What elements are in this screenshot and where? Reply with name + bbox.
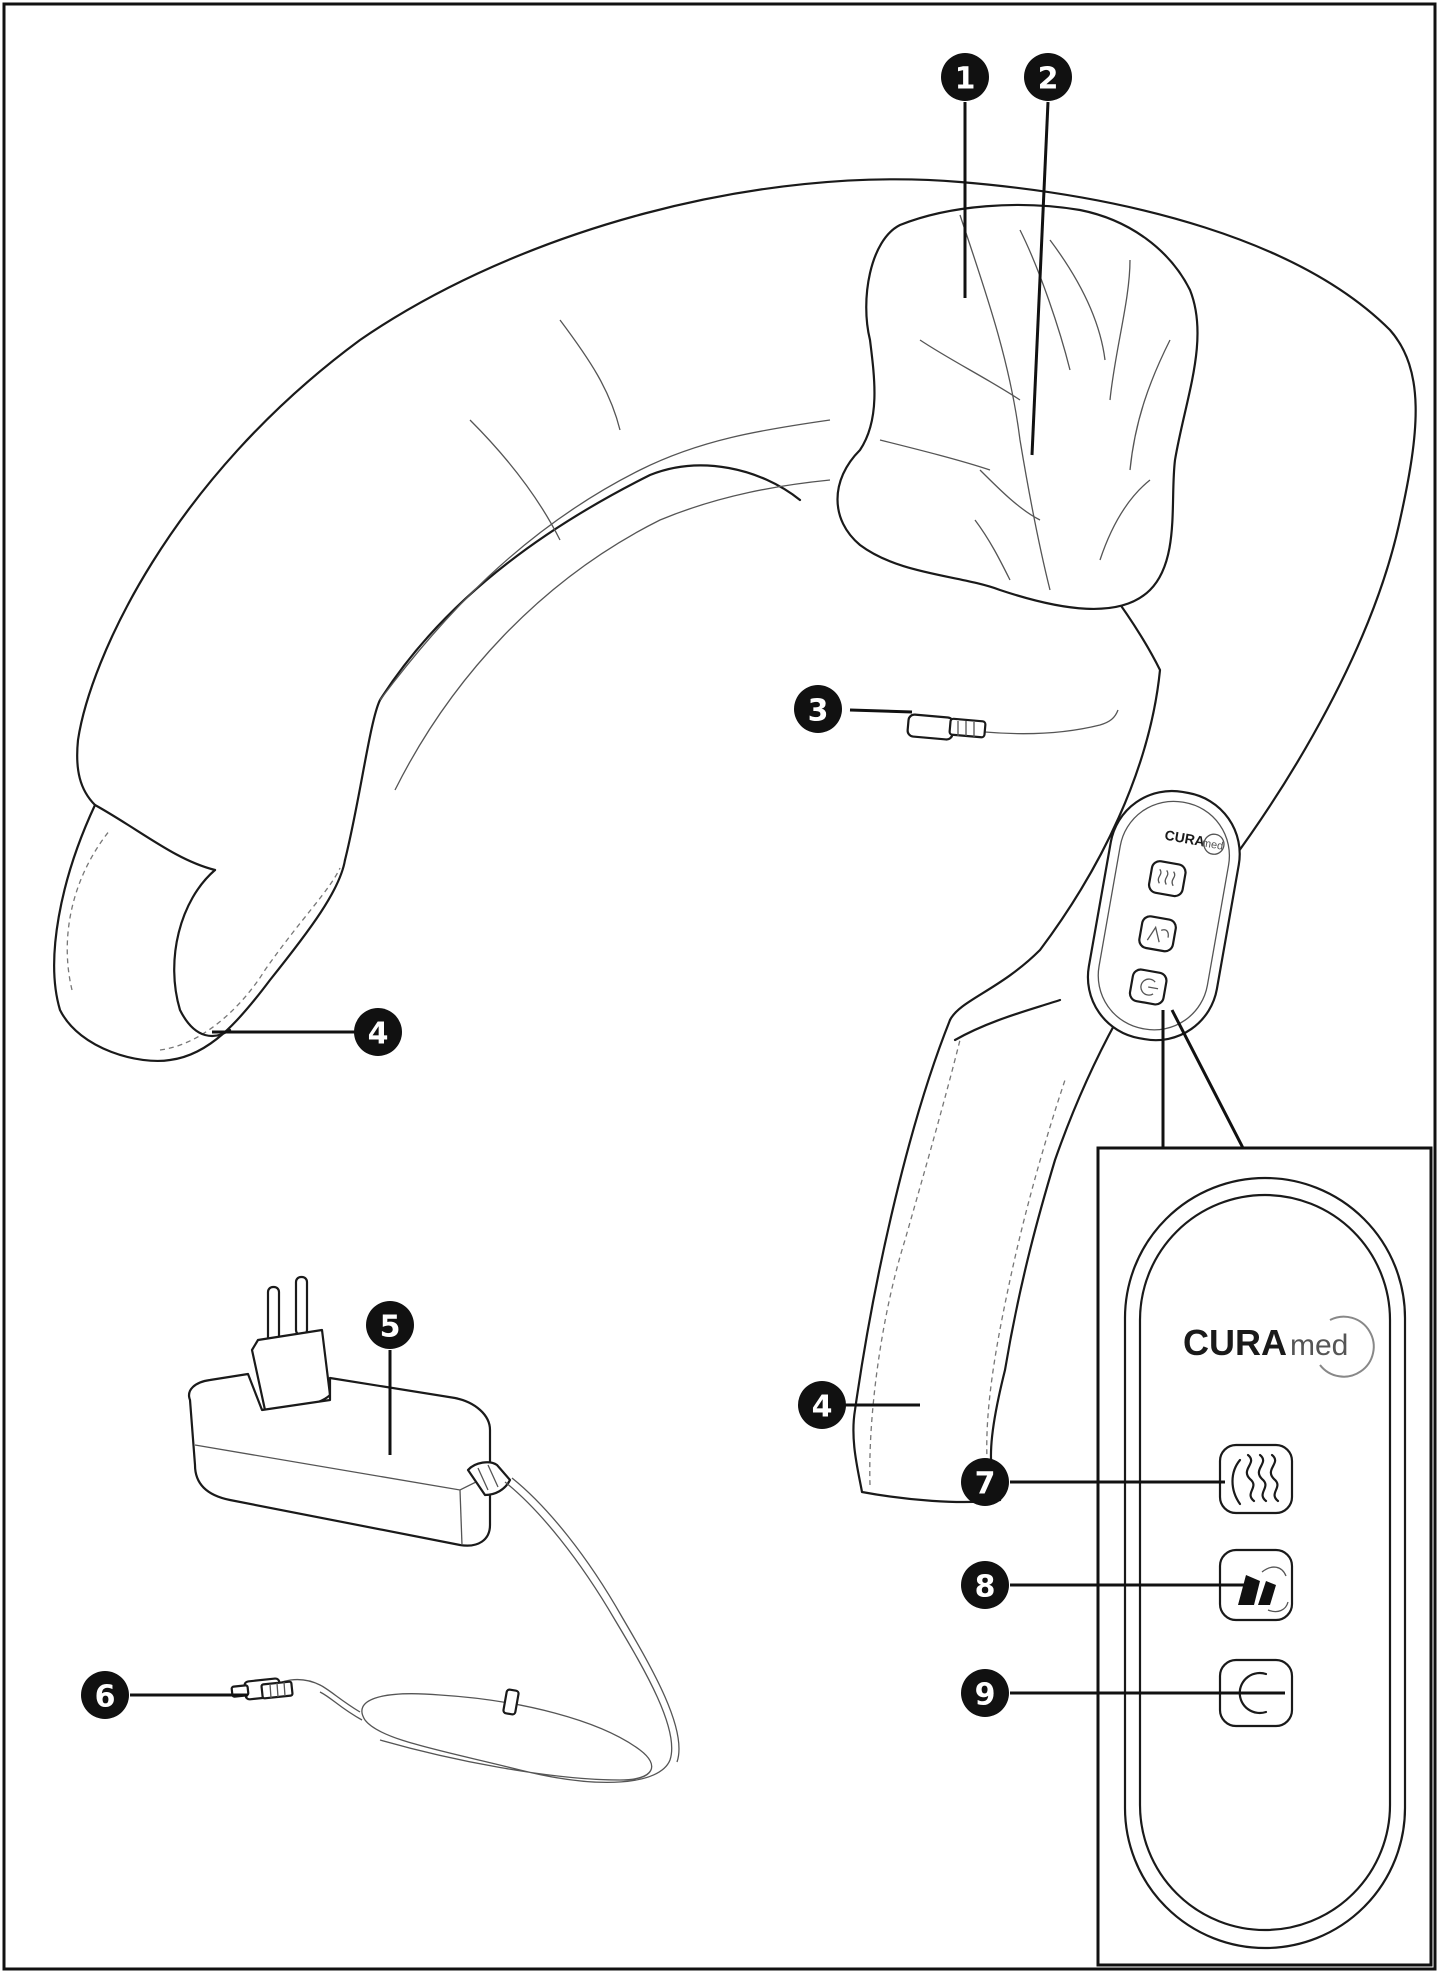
logo-brand-bold: CURA	[1183, 1322, 1287, 1363]
callout-9: 9	[961, 1669, 1009, 1717]
power-adapter-illustration	[187, 1275, 680, 1783]
svg-text:med: med	[1201, 837, 1224, 853]
neck-massager-illustration: CURA med	[53, 178, 1417, 1504]
callout-1: 1	[941, 53, 989, 101]
svg-text:CURA: CURA	[1164, 827, 1207, 850]
callout-5-label: 5	[380, 1310, 401, 1345]
callout-3-label: 3	[808, 694, 829, 729]
control-panel-detail-inset: CURA med	[1096, 1009, 1433, 1967]
callout-7: 7	[961, 1458, 1009, 1506]
callout-4-left-label: 4	[368, 1017, 389, 1052]
callout-6-label: 6	[95, 1680, 116, 1715]
callout-1-label: 1	[955, 62, 976, 97]
logo-brand-light: med	[1290, 1329, 1348, 1362]
callout-4-right-label: 4	[812, 1390, 833, 1425]
callout-5: 5	[366, 1301, 414, 1349]
callout-9-label: 9	[975, 1678, 996, 1713]
heat-waves-icon	[1218, 1443, 1294, 1515]
callout-8-label: 8	[975, 1570, 996, 1605]
callout-2: 2	[1024, 53, 1072, 101]
callout-6: 6	[81, 1671, 129, 1719]
callout-2-label: 2	[1038, 62, 1059, 97]
callout-3: 3	[794, 685, 842, 733]
callout-8: 8	[961, 1561, 1009, 1609]
leader-lines	[130, 101, 1248, 1697]
callout-7-label: 7	[975, 1467, 996, 1502]
callout-4-right: 4	[798, 1381, 846, 1429]
callout-4-left: 4	[354, 1008, 402, 1056]
control-panel-small: CURA med	[1086, 789, 1241, 1042]
